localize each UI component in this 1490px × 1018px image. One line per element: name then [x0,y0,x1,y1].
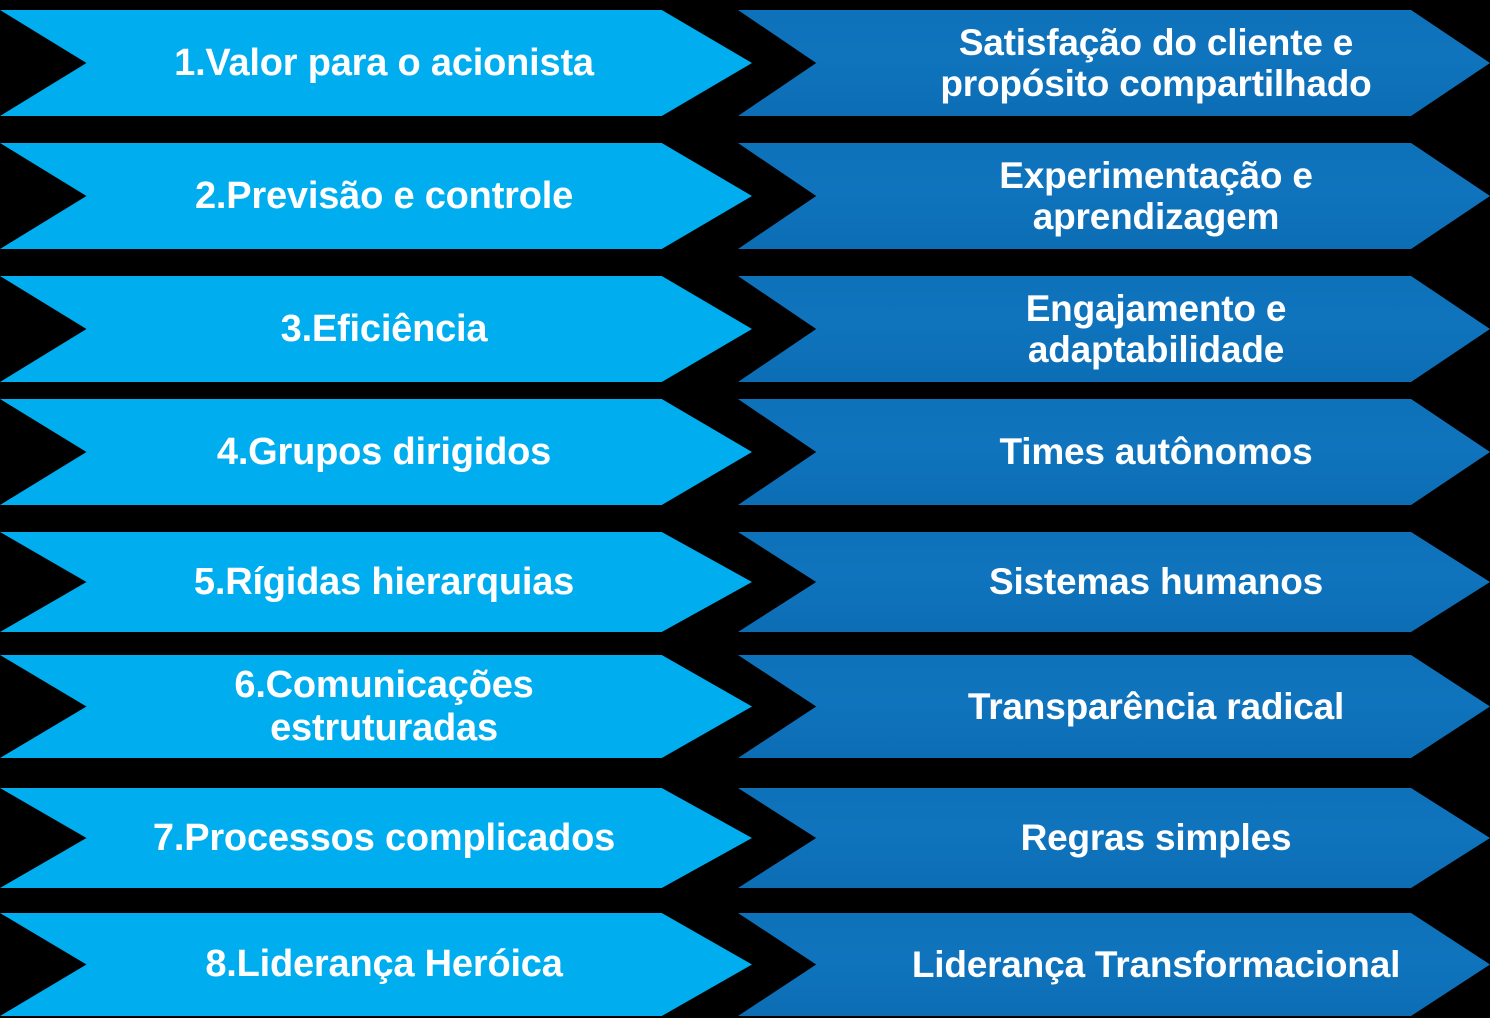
chevron-row: 7.Processos complicados Regras simples [0,788,1490,888]
chevron-row: 4.Grupos dirigidos Times autônomos [0,399,1490,505]
left-chevron-label-6: 6.Comunicações estruturadas [234,663,534,749]
right-chevron-label-6: Transparência radical [967,685,1345,727]
left-chevron-label-7: 7.Processos complicados [152,816,616,859]
chevron-row: 6.Comunicações estruturadas Transparênci… [0,655,1490,758]
left-chevron-6[interactable]: 6.Comunicações estruturadas [0,655,752,758]
right-chevron-4[interactable]: Times autônomos [738,399,1490,505]
chevron-row: 2.Previsão e controle Experimentação e a… [0,143,1490,249]
chevron-row: 3.Eficiência Engajamento e adaptabilidad… [0,276,1490,382]
left-chevron-label-2: 2.Previsão e controle [194,174,574,217]
left-chevron-8[interactable]: 8.Liderança Heróica [0,913,752,1016]
left-chevron-label-5: 5.Rígidas hierarquias [193,560,575,603]
chevron-row: 5.Rígidas hierarquias Sistemas humanos [0,532,1490,632]
right-chevron-2[interactable]: Experimentação e aprendizagem [738,143,1490,249]
left-chevron-3[interactable]: 3.Eficiência [0,276,752,382]
right-chevron-label-7: Regras simples [1020,817,1292,859]
right-chevron-3[interactable]: Engajamento e adaptabilidade [738,276,1490,382]
right-chevron-label-3: Engajamento e adaptabilidade [1025,287,1287,370]
right-chevron-label-8: Liderança Transformacional [911,943,1401,985]
chevron-row: 8.Liderança Heróica Liderança Transforma… [0,913,1490,1016]
left-chevron-label-8: 8.Liderança Heróica [205,943,563,986]
left-chevron-label-4: 4.Grupos dirigidos [216,430,552,473]
right-chevron-label-4: Times autônomos [999,431,1313,473]
right-chevron-label-2: Experimentação e aprendizagem [999,154,1313,237]
right-chevron-label-5: Sistemas humanos [988,561,1324,603]
left-chevron-label-1: 1.Valor para o acionista [174,41,594,84]
chevron-row: 1.Valor para o acionista Satisfação do c… [0,10,1490,116]
left-chevron-label-3: 3.Eficiência [280,307,488,350]
left-chevron-5[interactable]: 5.Rígidas hierarquias [0,532,752,632]
left-chevron-7[interactable]: 7.Processos complicados [0,788,752,888]
right-chevron-7[interactable]: Regras simples [738,788,1490,888]
right-chevron-5[interactable]: Sistemas humanos [738,532,1490,632]
left-chevron-4[interactable]: 4.Grupos dirigidos [0,399,752,505]
left-chevron-2[interactable]: 2.Previsão e controle [0,143,752,249]
right-chevron-8[interactable]: Liderança Transformacional [738,913,1490,1016]
right-chevron-1[interactable]: Satisfação do cliente e propósito compar… [738,10,1490,116]
left-chevron-1[interactable]: 1.Valor para o acionista [0,10,752,116]
right-chevron-label-1: Satisfação do cliente e propósito compar… [940,21,1372,104]
right-chevron-6[interactable]: Transparência radical [738,655,1490,758]
